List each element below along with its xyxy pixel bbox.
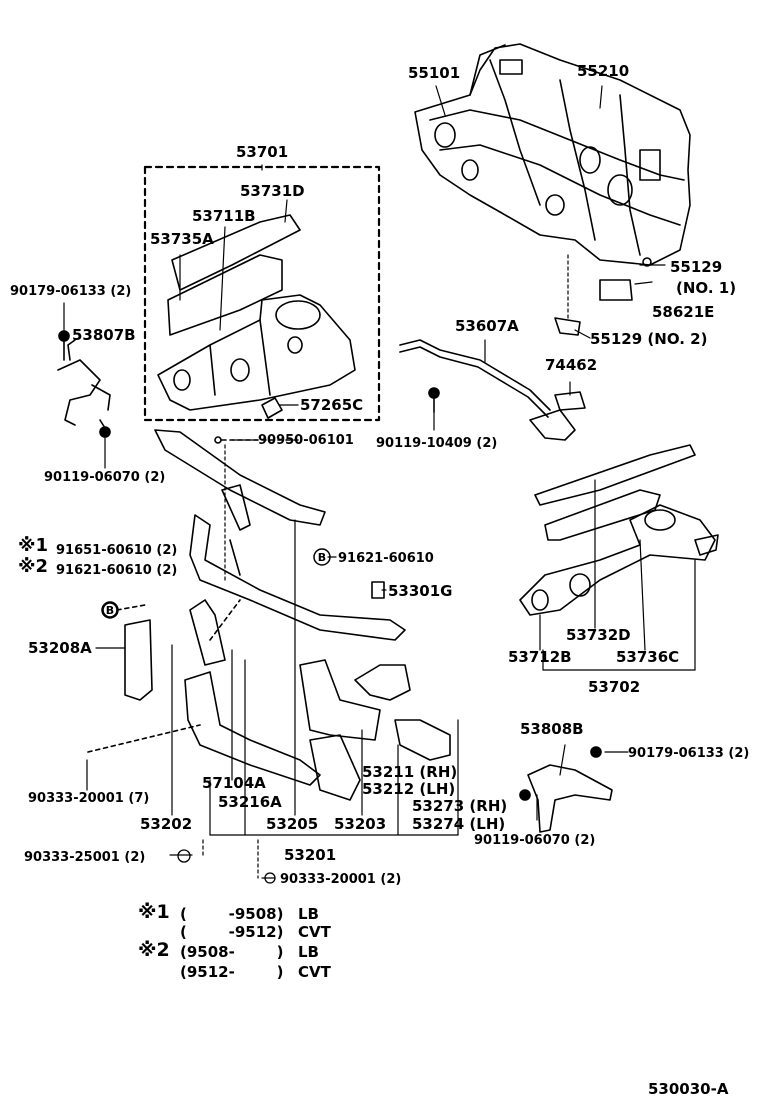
part-label-91651-60610: 91651-60610 (2) — [56, 543, 178, 558]
part-label-53216A: 53216A — [218, 793, 282, 811]
radiator-support-lower-drawing — [87, 599, 451, 801]
part-label-57265C: 57265C — [300, 396, 364, 414]
note-1-mark: ※1 — [138, 901, 170, 923]
part-label-55129-no1: 55129 — [670, 258, 723, 276]
part-label-53202: 53202 — [140, 815, 193, 833]
leader-lines — [63, 85, 696, 879]
hood-hinge-right-drawing — [519, 746, 613, 833]
part-label-91621-60610: 91621-60610 — [338, 551, 434, 566]
part-label-53731D: 53731D — [240, 182, 305, 200]
part-label-no1: (NO. 1) — [676, 279, 737, 297]
part-label-53301G: 53301G — [388, 582, 453, 600]
part-label-53607A: 53607A — [455, 317, 519, 335]
note-1a-value: LB — [298, 905, 319, 923]
part-label-53273: 53273 (RH) — [412, 797, 508, 815]
part-label-53807B: 53807B — [72, 326, 136, 344]
part-label-90333-20001-7: 90333-20001 (7) — [28, 791, 150, 806]
part-label-53203: 53203 — [334, 815, 387, 833]
note-2a-value: LB — [298, 943, 319, 961]
note-mark-2: ※2 — [18, 556, 49, 577]
part-label-53201: 53201 — [284, 846, 337, 864]
bracket-53208A-drawing — [102, 602, 153, 701]
part-label-53274: 53274 (LH) — [412, 815, 506, 833]
note-2a-range: (9508- ) — [180, 943, 284, 961]
note-1b-value: CVT — [298, 923, 331, 941]
part-label-53735A: 53735A — [150, 230, 214, 248]
part-label-90179-left: 90179-06133 (2) — [10, 284, 132, 299]
part-label-53211: 53211 (RH) — [362, 763, 458, 781]
part-label-90119-06070-left: 90119-06070 (2) — [44, 470, 166, 485]
bubble-b-1: B — [318, 551, 326, 564]
apron-assembly-53702-drawing — [519, 444, 719, 616]
part-label-91621-60610-pair: 91621-60610 (2) — [56, 563, 178, 578]
part-label-53736C: 53736C — [616, 648, 680, 666]
hood-hinge-left-drawing — [57, 330, 111, 438]
part-label-90119-06070-right: 90119-06070 (2) — [474, 833, 596, 848]
dash-panel-drawing — [414, 43, 691, 266]
part-label-57104A: 57104A — [202, 774, 266, 792]
note-2-mark: ※2 — [138, 939, 170, 961]
part-label-55129-no2: 55129 (NO. 2) — [590, 330, 708, 348]
note-2b-value: CVT — [298, 963, 331, 981]
part-label-74462: 74462 — [545, 356, 598, 374]
part-label-53701: 53701 — [236, 143, 289, 161]
bubble-markers — [101, 548, 331, 884]
part-label-53712B: 53712B — [508, 648, 572, 666]
part-label-55210: 55210 — [577, 62, 630, 80]
part-label-53711B: 53711B — [192, 207, 256, 225]
hood-cable-drawing — [399, 257, 652, 441]
part-label-58621E: 58621E — [652, 303, 715, 321]
radiator-support-upper-drawing — [154, 429, 406, 641]
note-1b-range: ( -9512) — [180, 923, 284, 941]
part-label-53208A: 53208A — [28, 639, 92, 657]
note-mark-1: ※1 — [18, 535, 49, 556]
part-label-90119-10409: 90119-10409 (2) — [376, 436, 498, 451]
part-label-53702: 53702 — [588, 678, 641, 696]
part-label-90950-06101: 90950-06101 — [258, 433, 354, 448]
part-label-90179-right: 90179-06133 (2) — [628, 746, 750, 761]
part-label-90333-25001: 90333-25001 (2) — [24, 850, 146, 865]
part-label-53212: 53212 (LH) — [362, 780, 456, 798]
part-label-90333-20001-2: 90333-20001 (2) — [280, 872, 402, 887]
bubble-b-2: B — [106, 604, 114, 617]
note-2b-range: (9512- ) — [180, 963, 284, 981]
diagram-id: 530030-A — [648, 1080, 729, 1098]
note-1a-range: ( -9508) — [180, 905, 284, 923]
part-label-53205: 53205 — [266, 815, 319, 833]
part-label-55101: 55101 — [408, 64, 461, 82]
part-label-53808B: 53808B — [520, 720, 584, 738]
part-label-53732D: 53732D — [566, 626, 631, 644]
